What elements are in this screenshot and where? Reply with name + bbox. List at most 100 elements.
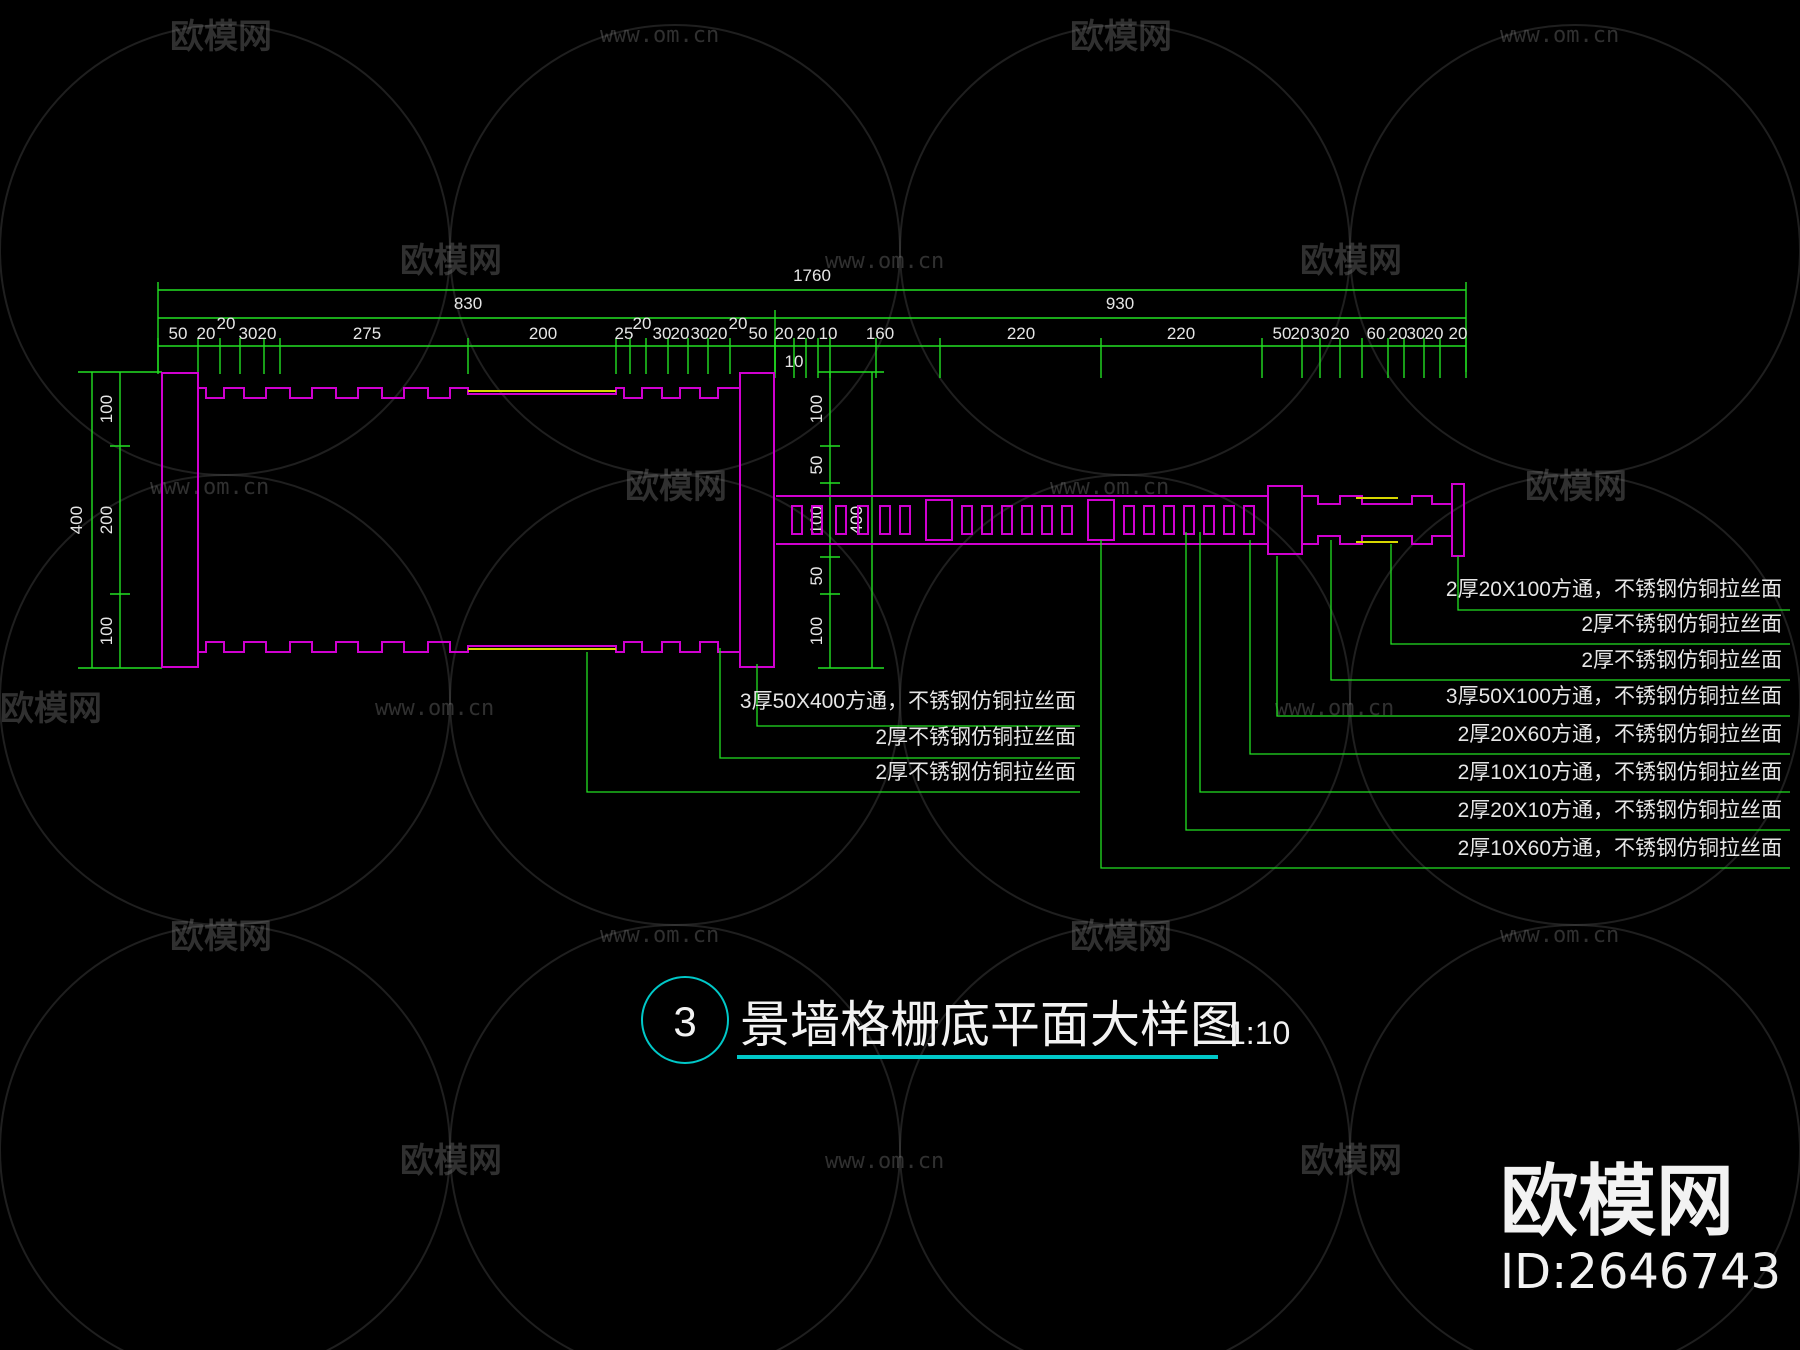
left-accent-bars	[468, 390, 616, 650]
watermark-ring	[0, 24, 451, 476]
dim-detail-right: 20	[1389, 324, 1408, 343]
callout-label-right: 2厚不锈钢仿铜拉丝面	[1581, 613, 1782, 636]
watermark-url: www.om.cn	[1275, 696, 1394, 721]
dim-left-vertical-total: 400	[67, 506, 86, 534]
dim-detail-left: 20	[197, 324, 216, 343]
dim-right-vertical: 50	[807, 567, 826, 586]
watermark-ring	[899, 474, 1351, 926]
watermark-brand: 欧模网	[400, 1141, 502, 1181]
grille-slat	[1041, 505, 1053, 535]
grille-slat	[961, 505, 973, 535]
grille-slat	[1183, 505, 1195, 535]
dim-detail-right: 20	[1449, 324, 1468, 343]
dim-detail-left: 25	[615, 324, 634, 343]
grille-slat	[899, 505, 911, 535]
callout-label-left: 2厚不锈钢仿铜拉丝面	[875, 761, 1076, 784]
grille-slat	[811, 505, 823, 535]
dim-left-vertical: 200	[97, 506, 116, 534]
grille-slat	[1243, 505, 1255, 535]
dimension-ticks	[157, 338, 1467, 378]
dim-detail-left: 200	[529, 324, 557, 343]
watermark-layer: 欧模网 www.om.cn 欧模网 www.om.cn 欧模网 www.om.c…	[0, 17, 1800, 1350]
left-vertical-dimension	[78, 371, 162, 669]
callout-label-left: 3厚50X400方通，不锈钢仿铜拉丝面	[740, 690, 1076, 713]
right-vertical-dimension	[818, 371, 884, 669]
callout-label-right: 2厚20X100方通，不锈钢仿铜拉丝面	[1446, 578, 1782, 601]
callout-label-right: 2厚20X10方通，不锈钢仿铜拉丝面	[1458, 799, 1782, 822]
dim-detail-right: 220	[1007, 324, 1035, 343]
dim-detail-right: 50	[749, 324, 768, 343]
brand-stamp: 欧模网 ID:2646743	[1500, 1160, 1781, 1300]
watermark-ring	[449, 924, 901, 1350]
watermark-brand: 欧模网	[1300, 1141, 1402, 1181]
watermark-brand: 欧模网	[0, 689, 102, 729]
grille-slat	[1223, 505, 1235, 535]
dim-detail-right: 20	[1331, 324, 1350, 343]
dim-detail-left: 275	[353, 324, 381, 343]
callout-label-right: 2厚20X60方通，不锈钢仿铜拉丝面	[1458, 723, 1782, 746]
watermark-brand: 欧模网	[1070, 17, 1172, 57]
right-grille-slats	[791, 505, 1255, 535]
watermark-url: www.om.cn	[825, 1149, 944, 1174]
watermark-brand: 欧模网	[1070, 917, 1172, 957]
grille-slat	[1001, 505, 1013, 535]
watermark-ring	[1349, 924, 1800, 1350]
watermark-brand: 欧模网	[625, 467, 727, 507]
right-grille-frame	[776, 483, 1465, 557]
watermark-ring	[0, 924, 451, 1350]
grille-slat	[1061, 505, 1073, 535]
grille-slat	[879, 505, 891, 535]
grille-slat	[857, 505, 869, 535]
dim-detail-right: 60	[1367, 324, 1386, 343]
watermark-brand: 欧模网	[1525, 467, 1627, 507]
dim-left-vertical: 100	[97, 395, 116, 423]
watermark-ring	[449, 24, 901, 476]
title-number-circle	[641, 976, 729, 1064]
dim-detail-right: 20	[1425, 324, 1444, 343]
grille-slat	[981, 505, 993, 535]
dim-right-vertical-total: 400	[847, 506, 866, 534]
drawing-scale: 1:10	[1228, 1015, 1290, 1051]
callout-label-left: 2厚不锈钢仿铜拉丝面	[875, 726, 1076, 749]
grille-slat	[1123, 505, 1135, 535]
watermark-url: www.om.cn	[1500, 23, 1619, 48]
dim-right-vertical: 100	[807, 506, 826, 534]
dim-detail-right: 20	[1291, 324, 1310, 343]
dim-detail-right: 160	[866, 324, 894, 343]
dim-right-vertical: 50	[807, 456, 826, 475]
callout-label-right: 3厚50X100方通，不锈钢仿铜拉丝面	[1446, 685, 1782, 708]
watermark-brand: 欧模网	[400, 241, 502, 281]
dim-detail-left: 20	[217, 314, 236, 333]
dim-detail-left: 20	[633, 314, 652, 333]
dim-detail-left: 30	[653, 324, 672, 343]
dim-detail-left: 50	[169, 324, 188, 343]
callout-label-right: 2厚不锈钢仿铜拉丝面	[1581, 649, 1782, 672]
watermark-url: www.om.cn	[375, 696, 494, 721]
watermark-url: www.om.cn	[825, 249, 944, 274]
dim-lower-ten: 10	[785, 352, 804, 371]
title-number: 3	[673, 998, 696, 1045]
grille-slat	[835, 505, 847, 535]
drawing-title: 景墙格栅底平面大样图	[740, 997, 1240, 1053]
watermark-brand: 欧模网	[170, 17, 272, 57]
watermark-ring	[449, 474, 901, 926]
dim-detail-right: 20	[797, 324, 816, 343]
brand-id: ID:2646743	[1500, 1244, 1782, 1300]
leader-lines	[586, 532, 1790, 869]
watermark-url: www.om.cn	[600, 923, 719, 948]
dim-detail-left: 30	[239, 324, 258, 343]
grille-slat	[791, 505, 803, 535]
title-block: 3 景墙格栅底平面大样图 1:10	[641, 976, 1290, 1064]
dim-detail-right: 30	[1407, 324, 1426, 343]
grille-slat	[1143, 505, 1155, 535]
watermark-brand: 欧模网	[1300, 241, 1402, 281]
dim-detail-right: 10	[819, 324, 838, 343]
dim-right-vertical: 100	[807, 395, 826, 423]
watermark-ring	[899, 24, 1351, 476]
dim-left-vertical: 100	[97, 617, 116, 645]
watermark-brand: 欧模网	[170, 917, 272, 957]
dim-detail-right: 30	[1311, 324, 1330, 343]
watermark-url: www.om.cn	[600, 23, 719, 48]
